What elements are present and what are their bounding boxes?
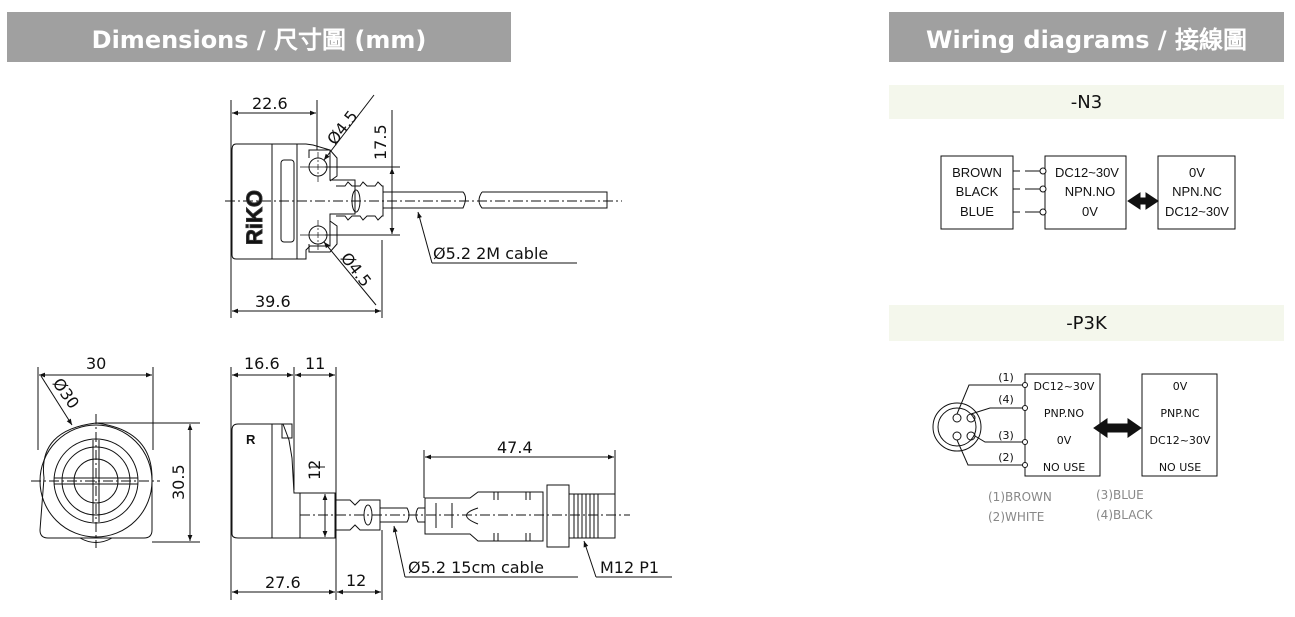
n3-alt-terminal-2: NPN.NC — [1172, 184, 1222, 199]
dim-47-4: 47.4 — [497, 438, 533, 457]
p3k-pin-3: (3) — [998, 429, 1014, 442]
p3k-legend-1: (1)BROWN — [988, 490, 1052, 504]
p3k-legend-3: (3)BLUE — [1096, 488, 1144, 502]
n3-wire-black: BLACK — [956, 184, 999, 199]
n3-wire-blue: BLUE — [960, 204, 994, 219]
dimensions-header: Dimensions / 尺寸圖 (mm) — [7, 12, 511, 62]
n3-alt-terminal-1: 0V — [1189, 165, 1205, 180]
p3k-alt-terminal-3: DC12~30V — [1150, 434, 1211, 447]
p3k-terminal-2: PNP.NO — [1044, 407, 1085, 420]
dim-diameter-30: Ø30 — [49, 374, 83, 412]
p3k-pin-4: (4) — [998, 393, 1014, 406]
wiring-header: Wiring diagrams / 接線圖 — [889, 12, 1284, 62]
n3-terminal-3: 0V — [1082, 204, 1098, 219]
n3-title: -N3 — [889, 85, 1284, 119]
dim-hole-bottom: Ø4.5 — [337, 249, 375, 291]
p3k-terminal-3: 0V — [1057, 434, 1072, 447]
side-view-drawing — [230, 367, 672, 600]
dim-22-6: 22.6 — [252, 94, 288, 113]
dim-30-5: 30.5 — [169, 464, 188, 500]
riko-logo: RiKO — [242, 190, 267, 245]
p3k-terminal-1: DC12~30V — [1034, 380, 1095, 393]
dim-12-height: 12 — [305, 460, 324, 480]
dim-hole-top: Ø4.5 — [323, 107, 361, 149]
n3-wire-brown: BROWN — [952, 165, 1002, 180]
n3-alt-terminal-3: DC12~30V — [1165, 204, 1229, 219]
p3k-title: -P3K — [889, 305, 1284, 341]
n3-terminal-2: NPN.NO — [1065, 184, 1116, 199]
p3k-legend-2: (2)WHITE — [988, 510, 1044, 524]
dim-17-5: 17.5 — [371, 124, 390, 160]
dim-27-6: 27.6 — [265, 573, 301, 592]
dim-39-6: 39.6 — [255, 292, 291, 311]
p3k-alt-terminal-4: NO USE — [1159, 461, 1201, 474]
n3-terminal-1: DC12~30V — [1055, 165, 1119, 180]
riko-logo-side: R — [246, 432, 256, 447]
connector-label: M12 P1 — [600, 558, 659, 577]
p3k-pin-2: (2) — [998, 451, 1014, 464]
top-view-drawing — [225, 94, 622, 318]
p3k-legend-4: (4)BLACK — [1096, 508, 1154, 522]
dim-12-stub: 12 — [346, 571, 366, 590]
cable-label-2m: Ø5.2 2M cable — [433, 244, 548, 263]
dim-11: 11 — [305, 354, 325, 373]
p3k-pin-1: (1) — [998, 371, 1014, 384]
dim-16-6: 16.6 — [244, 354, 280, 373]
n3-wiring-diagram — [940, 155, 1236, 230]
p3k-terminal-4: NO USE — [1043, 461, 1085, 474]
front-view-drawing — [31, 367, 200, 548]
p3k-alt-terminal-1: 0V — [1173, 380, 1188, 393]
p3k-alt-terminal-2: PNP.NC — [1160, 407, 1200, 420]
cable-label-15cm: Ø5.2 15cm cable — [408, 558, 544, 577]
p3k-wiring-diagram — [932, 373, 1218, 477]
dim-30: 30 — [86, 354, 106, 373]
